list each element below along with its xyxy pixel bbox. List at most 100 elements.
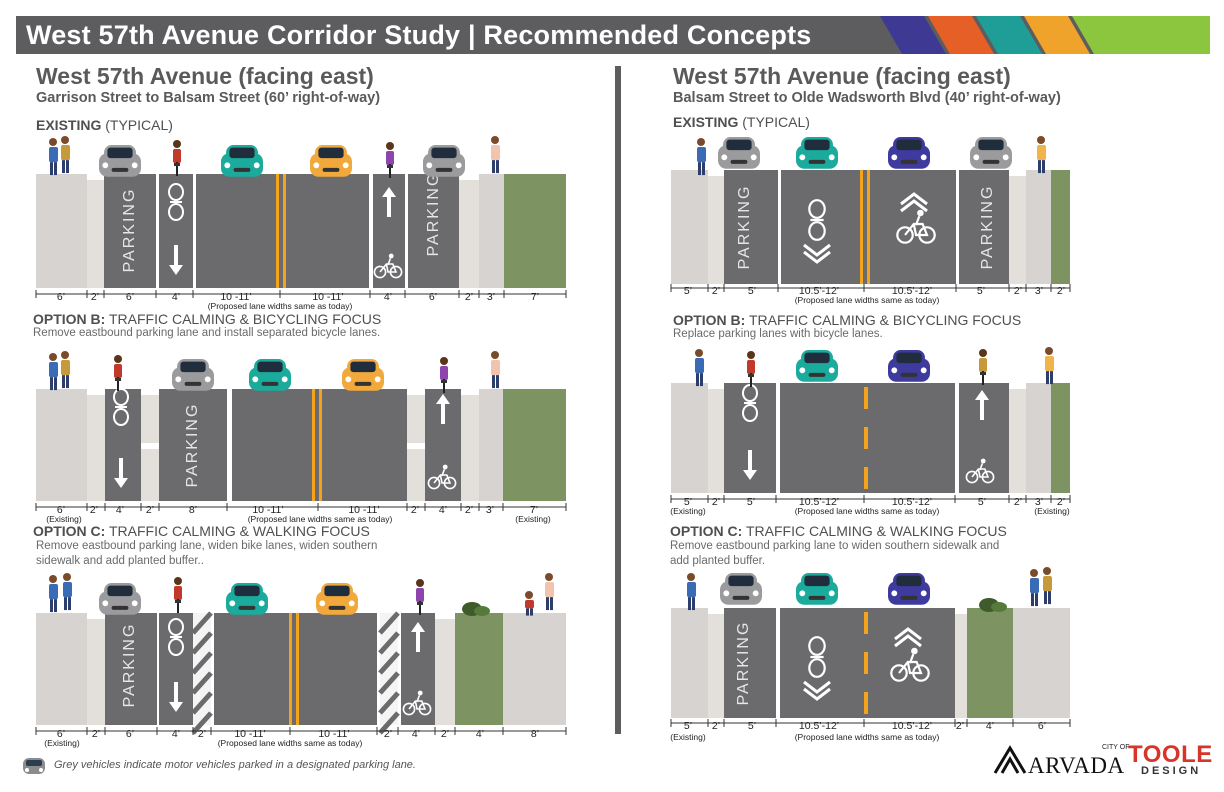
dimension-label: 2’: [1057, 496, 1065, 508]
sidewalk: [671, 608, 708, 718]
stripe: [880, 16, 946, 54]
dimension-label: 4’: [384, 291, 392, 303]
dimension-label: 2’: [956, 720, 964, 732]
dimension-label: 2’: [1057, 285, 1065, 297]
dimension-label: 4’: [439, 504, 447, 516]
bike-symbol-icon: [168, 618, 184, 656]
sidewalk: [1026, 383, 1051, 493]
dimension-note: (Existing): [1034, 506, 1070, 516]
arvada-wordmark: ARVADA: [1028, 753, 1125, 778]
toole-wordmark: TOOLE: [1128, 741, 1213, 768]
planted-strip: [504, 174, 566, 288]
dimension-label: 6’: [429, 291, 437, 303]
buffer-hatch: [378, 611, 400, 735]
separator: [141, 449, 159, 501]
centerline: [283, 174, 286, 288]
sidewalk: [479, 174, 504, 288]
curb: [87, 619, 105, 725]
parking-lane: [104, 174, 156, 288]
arrow-up-icon: [411, 622, 425, 652]
right-option-b-desc: Replace parking lanes with bicycle lanes…: [673, 328, 883, 340]
dimension-label: 5’: [684, 285, 692, 297]
dimension-label: 10.5’-12’: [799, 496, 839, 508]
curb: [1009, 176, 1026, 284]
dimension-label: 10 -11’: [252, 504, 283, 516]
parking-label: PARKING: [735, 621, 752, 706]
parking-label: PARKING: [121, 623, 138, 708]
car-icon: [888, 350, 930, 382]
dimension-note: (Existing): [46, 514, 82, 524]
pedestrian-icon: [49, 353, 58, 391]
dimension-note: (Proposed lane widths same as today): [795, 506, 940, 516]
car-icon: [796, 137, 838, 169]
bike-symbol-icon: [402, 690, 432, 716]
planted-strip: [503, 389, 566, 501]
dimension-label: 2’: [146, 504, 154, 516]
sharrow-chevron-down-icon: [803, 243, 831, 264]
dimension-label: 2’: [411, 504, 419, 516]
separator: [407, 449, 425, 501]
dimension-label: 2’: [1014, 285, 1022, 297]
bike-symbol-icon: [965, 458, 995, 484]
center-dash: [864, 692, 868, 714]
dimension-label: 10 -11’: [348, 504, 379, 516]
left-section-subtitle: Garrison Street to Balsam Street (60’ ri…: [36, 90, 381, 106]
column-divider: [615, 66, 621, 734]
sidewalk: [671, 383, 708, 493]
dimension-note: (Existing): [44, 738, 80, 748]
right-existing-heading: EXISTING (TYPICAL): [673, 114, 810, 130]
dimension-note: (Existing): [670, 732, 706, 742]
curb: [435, 619, 455, 725]
left-option-b-desc: Remove eastbound parking lane and instal…: [33, 327, 381, 339]
curb: [459, 180, 479, 288]
bike-symbol-icon: [113, 388, 129, 426]
center-dash: [864, 612, 868, 634]
stripe: [1072, 16, 1210, 54]
curb: [461, 395, 479, 501]
dimension-label: 5’: [977, 285, 985, 297]
dimension-label: 10.5’-12’: [892, 285, 932, 297]
pedestrian-icon: [491, 351, 500, 389]
arrow-up-icon: [975, 390, 989, 420]
dimension-label: 5’: [978, 496, 986, 508]
centerline: [319, 389, 322, 501]
dimension-label: 2’: [441, 728, 449, 740]
car-icon: [172, 359, 214, 391]
pedestrian-icon: [63, 573, 72, 611]
separator: [407, 395, 425, 443]
centerline: [276, 174, 279, 288]
dimension-label: 10.5’-12’: [799, 285, 839, 297]
dimension-label: 4’: [172, 291, 180, 303]
right-section-subtitle: Balsam Street to Olde Wadsworth Blvd (40…: [673, 90, 1061, 106]
sharrow-chevron-up-icon: [900, 192, 928, 213]
dimension-label: 2’: [712, 496, 720, 508]
header-banner: West 57th Avenue Corridor Study | Recomm…: [16, 16, 1210, 54]
car-icon: [718, 137, 760, 169]
grey-car-icon: [23, 758, 45, 774]
left-section-title: West 57th Avenue (facing east): [36, 63, 374, 89]
dimension-note: (Existing): [670, 506, 706, 516]
parking-label: PARKING: [425, 172, 442, 257]
planted-buffer: [967, 608, 1013, 718]
cyclist-icon: [979, 349, 987, 385]
pedestrian-icon: [1043, 567, 1052, 605]
dimension-label: 5’: [747, 496, 755, 508]
footnote: Grey vehicles indicate motor vehicles pa…: [20, 752, 416, 783]
dimension-label: 2’: [712, 285, 720, 297]
dimension-label: 10.5’-12’: [799, 720, 839, 732]
dimension-label: 4’: [476, 728, 484, 740]
pedestrian-icon: [687, 573, 696, 611]
dimension-label: 3’: [1035, 496, 1043, 508]
stripe: [1024, 16, 1090, 54]
dimension-label: 6’: [126, 728, 134, 740]
sidewalk: [479, 389, 503, 501]
dimension-label: 2’: [1014, 496, 1022, 508]
pedestrian-icon: [545, 573, 554, 611]
bike-symbol-icon: [808, 199, 826, 241]
dimension-label: 8’: [531, 728, 539, 740]
arvada-logo-icon: [993, 745, 1027, 774]
pedestrian-icon: [61, 136, 70, 174]
dimension-label: 4’: [412, 728, 420, 740]
arrow-up-icon: [436, 394, 450, 424]
